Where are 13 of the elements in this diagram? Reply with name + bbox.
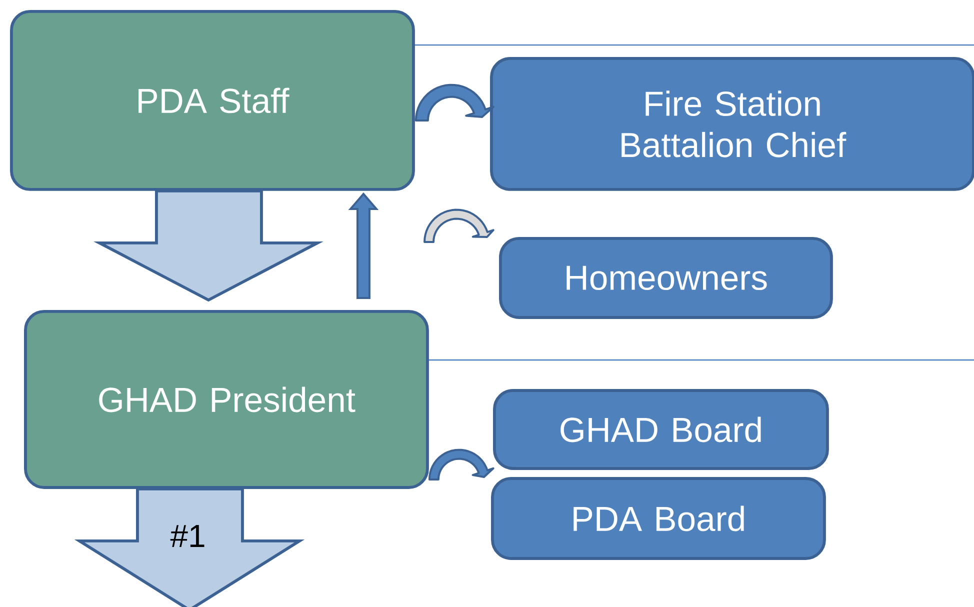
block-arrow	[74, 487, 305, 607]
block-arrow	[94, 189, 324, 302]
process-box: Fire Station Battalion Chief	[490, 57, 974, 191]
process-box: PDA Staff	[10, 10, 415, 191]
arrow	[348, 192, 379, 299]
process-box: Homeowners	[499, 237, 833, 319]
process-box: GHAD President	[24, 310, 429, 489]
curved-arrow	[424, 208, 494, 243]
edge-label: #1	[168, 524, 208, 548]
curved-arrow	[414, 84, 494, 122]
process-box: GHAD Board	[493, 389, 829, 470]
curved-arrow	[428, 448, 494, 480]
process-box: PDA Board	[491, 477, 826, 560]
